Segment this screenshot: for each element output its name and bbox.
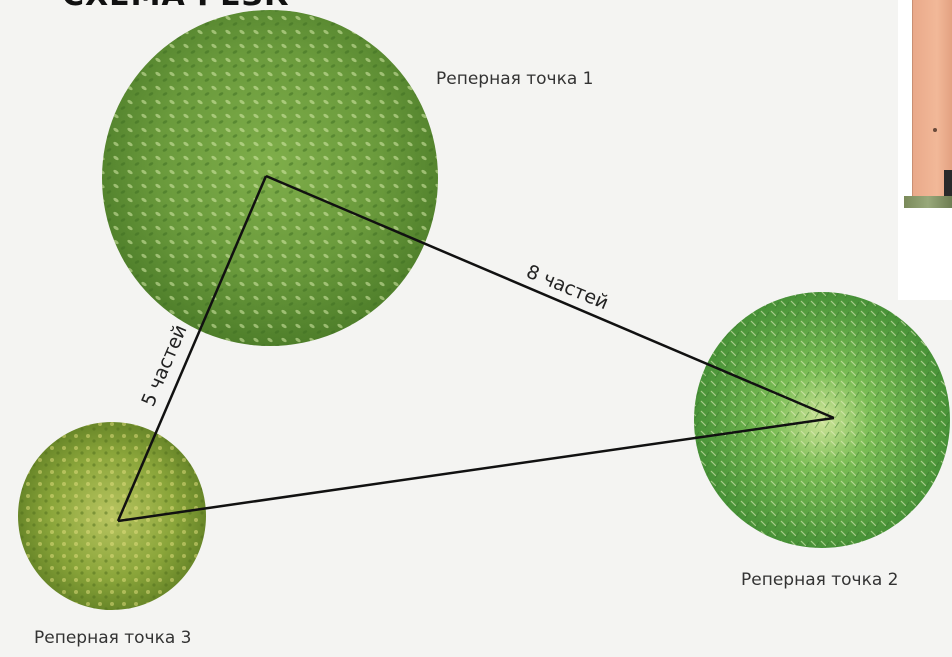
corner-post-shadow <box>944 170 952 196</box>
tree-3 <box>18 422 206 610</box>
point-label-1: Реперная точка 1 <box>436 69 594 89</box>
corner-post <box>912 0 952 196</box>
point-label-2: Реперная точка 2 <box>741 570 899 590</box>
corner-post-screw <box>933 128 937 132</box>
corner-ground <box>904 196 952 208</box>
point-label-3: Реперная точка 3 <box>34 628 192 648</box>
edge-label-p1-p2: 8 частей <box>523 261 611 314</box>
heading: СХЕМА РЕЗК <box>62 0 289 13</box>
